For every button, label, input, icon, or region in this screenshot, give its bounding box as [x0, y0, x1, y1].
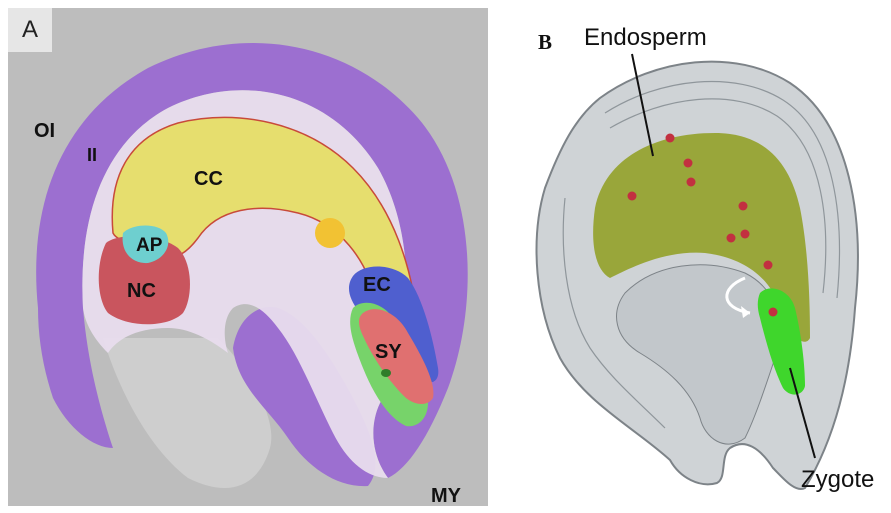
label-my: MY [431, 485, 461, 506]
endosperm-nucleus [628, 192, 637, 201]
panel-a-letter: A [8, 8, 52, 52]
seed-illustration [505, 8, 889, 506]
label-oi: OI [34, 120, 55, 143]
label-nc: NC [127, 280, 156, 303]
label-zygote: Zygote [801, 466, 874, 494]
endosperm-nucleus [666, 134, 675, 143]
label-ap: AP [136, 235, 162, 257]
ovule-illustration [8, 8, 488, 506]
endosperm-nucleus [764, 261, 773, 270]
central-cell-nucleus [315, 218, 345, 248]
label-cc: CC [194, 168, 223, 191]
label-ec: EC [363, 274, 391, 297]
label-endosperm: Endosperm [584, 24, 707, 52]
panel-a-ovule-diagram: A OI II CC AP NC EC SY MY [8, 8, 488, 506]
label-ii: II [87, 145, 97, 166]
endosperm-nucleus [741, 230, 750, 239]
panel-b-seed-diagram: B Endosperm Zygote [505, 8, 889, 506]
panel-b-letter: B [538, 30, 552, 55]
endosperm-nucleus [687, 178, 696, 187]
endosperm-nucleus [684, 159, 693, 168]
endosperm-nucleus [727, 234, 736, 243]
synergid-nucleus [381, 369, 391, 377]
label-sy: SY [375, 341, 402, 364]
zygote-nucleus [769, 308, 778, 317]
endosperm-nucleus [739, 202, 748, 211]
